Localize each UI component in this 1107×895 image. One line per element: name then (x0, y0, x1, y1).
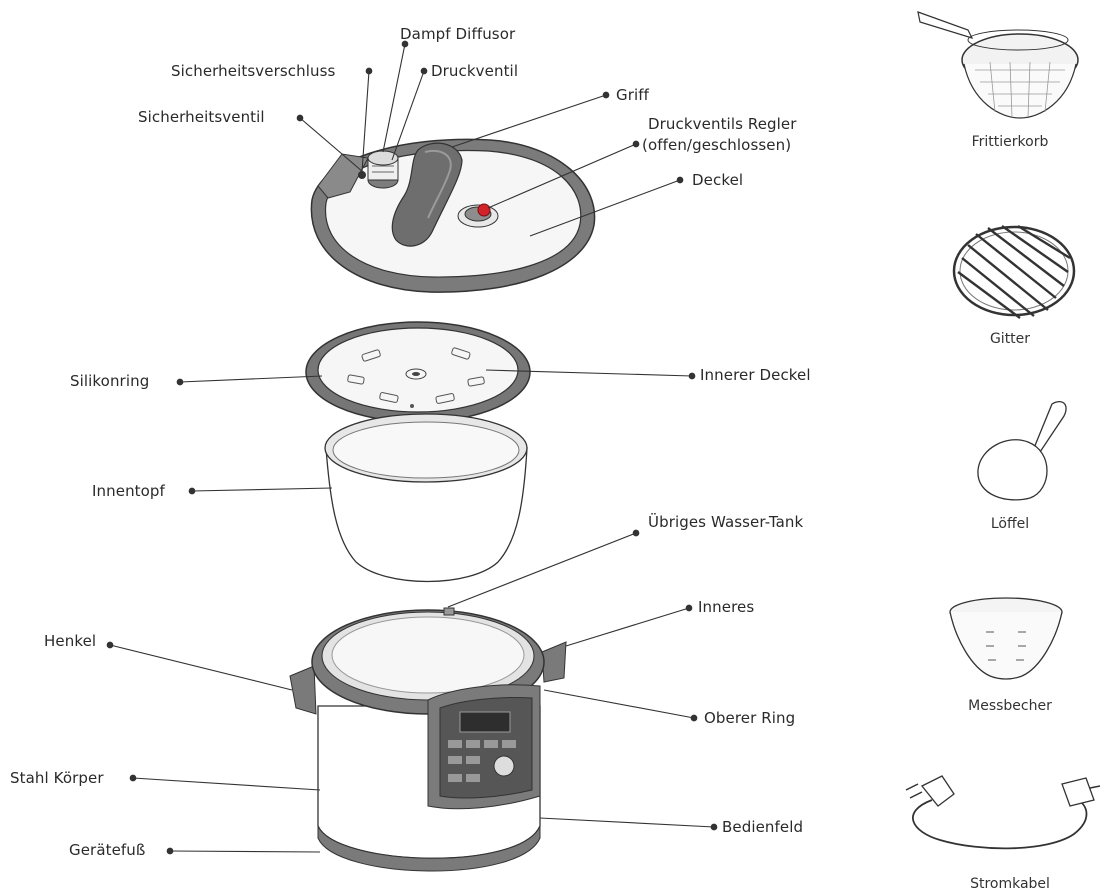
label-sicherheitsverschluss: Sicherheitsverschluss (171, 62, 336, 80)
label-geraetefuss: Gerätefuß (69, 841, 146, 859)
inner-pot (324, 413, 528, 583)
lid (310, 138, 596, 293)
spoon-image (977, 401, 1067, 501)
lid-handle (391, 142, 463, 247)
label-innerer-deckel: Innerer Deckel (700, 366, 811, 384)
inner-lid (305, 321, 531, 423)
label-gitter: Gitter (989, 331, 1031, 347)
fry-basket-image (917, 11, 1079, 119)
valve-red-knob (477, 203, 491, 217)
label-henkel: Henkel (44, 632, 97, 650)
side-handle-left (289, 665, 317, 715)
label-oberer-ring: Oberer Ring (704, 709, 796, 727)
pressure-valve-regulator (457, 203, 499, 228)
label-bedienfeld: Bedienfeld (722, 818, 804, 836)
label-druckventil-regler: Druckventils Regler (648, 115, 797, 133)
label-deckel: Deckel (692, 171, 744, 189)
label-dampf-diffusor: Dampf Diffusor (400, 25, 516, 43)
base-unit (289, 607, 567, 872)
label-wasser-tank: Übriges Wasser-Tank (648, 513, 804, 531)
leader-lines (106, 40, 718, 855)
control-panel (427, 684, 541, 810)
label-stahl-koerper: Stahl Körper (10, 769, 104, 787)
power-cord-image (905, 775, 1101, 850)
safety-lock (358, 171, 366, 179)
label-griff: Griff (616, 86, 650, 104)
label-sicherheitsventil: Sicherheitsventil (138, 108, 265, 126)
label-silikonring: Silikonring (70, 372, 150, 390)
label-loeffel: Löffel (990, 516, 1030, 532)
label-druckventil-regler-state: (offen/geschlossen) (642, 136, 792, 154)
label-innentopf: Innentopf (92, 482, 165, 500)
steam-diffuser (367, 150, 399, 189)
label-stromkabel: Stromkabel (970, 876, 1050, 892)
label-frittierkorb: Frittierkorb (971, 134, 1049, 150)
label-druckventil: Druckventil (431, 62, 519, 80)
label-inneres: Inneres (698, 598, 755, 616)
rack-image (952, 224, 1076, 319)
label-messbecher: Messbecher (968, 698, 1052, 714)
measuring-cup-image (949, 597, 1063, 680)
side-handle-right (541, 641, 567, 683)
base-foot (317, 825, 541, 872)
